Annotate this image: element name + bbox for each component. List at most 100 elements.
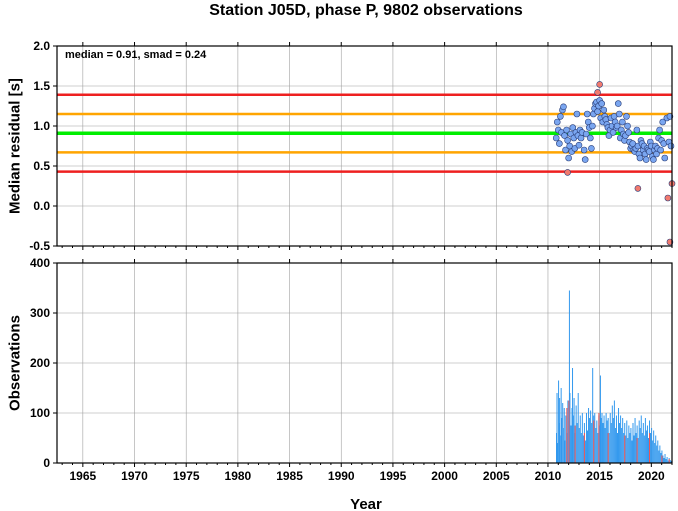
- observation-bar: [600, 418, 602, 463]
- residual-x-ticks: [61, 42, 673, 250]
- observation-bar: [597, 433, 599, 463]
- observation-bar: [628, 425, 630, 463]
- observation-bar: [660, 453, 662, 463]
- residual-point: [615, 110, 623, 118]
- observation-bar: [580, 433, 582, 463]
- observation-bar: [652, 440, 654, 463]
- residual-y-axis-label: Median residual [s]: [6, 78, 23, 214]
- residual-point: [624, 122, 631, 130]
- observation-bar: [563, 408, 565, 463]
- observation-bar: [582, 435, 584, 463]
- observation-bar: [665, 459, 667, 463]
- observation-bar: [633, 435, 635, 463]
- residual-point: [581, 156, 589, 163]
- x-tick-label: 2005: [483, 469, 510, 483]
- observation-bar: [564, 440, 566, 463]
- residual-point: [623, 113, 630, 120]
- residual-point: [664, 194, 672, 202]
- observation-bar: [640, 415, 642, 463]
- observation-bar: [568, 400, 570, 463]
- residual-point: [661, 154, 669, 162]
- observation-bar: [635, 433, 637, 463]
- observation-bar: [607, 433, 609, 463]
- x-axis-label: Year: [350, 496, 382, 511]
- observation-bar: [584, 440, 586, 463]
- residual-point: [582, 130, 590, 138]
- observation-bar: [590, 410, 592, 463]
- observation-bar: [667, 460, 669, 463]
- observation-bar: [570, 425, 572, 463]
- observation-bar: [621, 428, 623, 463]
- observation-bar: [626, 420, 628, 463]
- residual-point: [598, 100, 606, 107]
- observation-bar: [622, 418, 624, 463]
- observation-bar: [642, 423, 644, 463]
- x-tick-label: 2000: [431, 469, 458, 483]
- residual-point: [588, 145, 595, 152]
- observation-bar: [589, 418, 591, 463]
- observation-bar: [661, 455, 663, 463]
- y-tick-label: 100: [30, 406, 50, 420]
- residual-point: [667, 142, 675, 150]
- observation-bar: [565, 415, 567, 463]
- chart-title: Station J05D, phase P, 9802 observations: [209, 2, 523, 19]
- observation-bar: [602, 423, 604, 463]
- observation-bar: [631, 440, 633, 463]
- residual-point: [580, 146, 588, 154]
- stats-annotation: median = 0.91, smad = 0.24: [65, 49, 207, 61]
- observation-bar: [656, 445, 658, 463]
- x-tick-label: 1985: [276, 469, 303, 483]
- observation-bar: [574, 425, 576, 463]
- observation-bar: [636, 438, 638, 463]
- residual-point: [594, 108, 601, 115]
- observation-bar: [560, 388, 562, 463]
- residual-point: [556, 140, 563, 147]
- observation-bar: [559, 398, 561, 463]
- observation-bar: [658, 450, 660, 463]
- observation-bar: [670, 461, 672, 463]
- observation-bar: [593, 420, 595, 463]
- observation-bar: [668, 459, 670, 463]
- observation-bar: [614, 428, 616, 463]
- observation-bar: [632, 423, 634, 463]
- residual-point: [594, 89, 601, 96]
- residual-point: [569, 124, 577, 131]
- residual-point: [575, 141, 583, 149]
- y-tick-label: 400: [30, 256, 50, 270]
- residual-panel: -0.50.00.51.01.52.0 median = 0.91, smad …: [6, 39, 676, 253]
- observation-bar: [599, 425, 601, 463]
- observation-bar: [592, 368, 594, 463]
- observation-bar: [609, 413, 611, 463]
- residual-point: [613, 122, 621, 130]
- observation-bar: [603, 415, 605, 463]
- observation-bar: [643, 435, 645, 463]
- observation-bar: [629, 433, 631, 463]
- observations-bars: [556, 290, 672, 463]
- observation-bar: [657, 440, 659, 463]
- residual-point: [659, 118, 666, 126]
- observation-bar: [620, 415, 622, 463]
- observation-bar: [556, 433, 558, 463]
- observation-bar: [666, 457, 668, 463]
- observation-bar: [591, 423, 593, 463]
- observation-bar: [557, 443, 559, 463]
- observation-bar: [575, 405, 577, 463]
- y-tick-label: 2.0: [33, 39, 50, 53]
- observation-bar: [634, 418, 636, 463]
- observation-bar: [653, 430, 655, 463]
- observation-bar: [624, 435, 626, 463]
- x-tick-label: 2010: [535, 469, 562, 483]
- y-tick-label: 1.5: [33, 79, 50, 93]
- residual-point: [573, 110, 581, 118]
- observation-bar: [596, 420, 598, 463]
- residual-point: [596, 81, 603, 88]
- observation-bar: [654, 443, 656, 463]
- observation-bar: [650, 433, 652, 463]
- observation-bar: [588, 408, 590, 463]
- observation-bar: [572, 415, 574, 463]
- residual-frame: [56, 45, 673, 247]
- observation-bar: [568, 290, 570, 463]
- observation-bar: [571, 408, 573, 463]
